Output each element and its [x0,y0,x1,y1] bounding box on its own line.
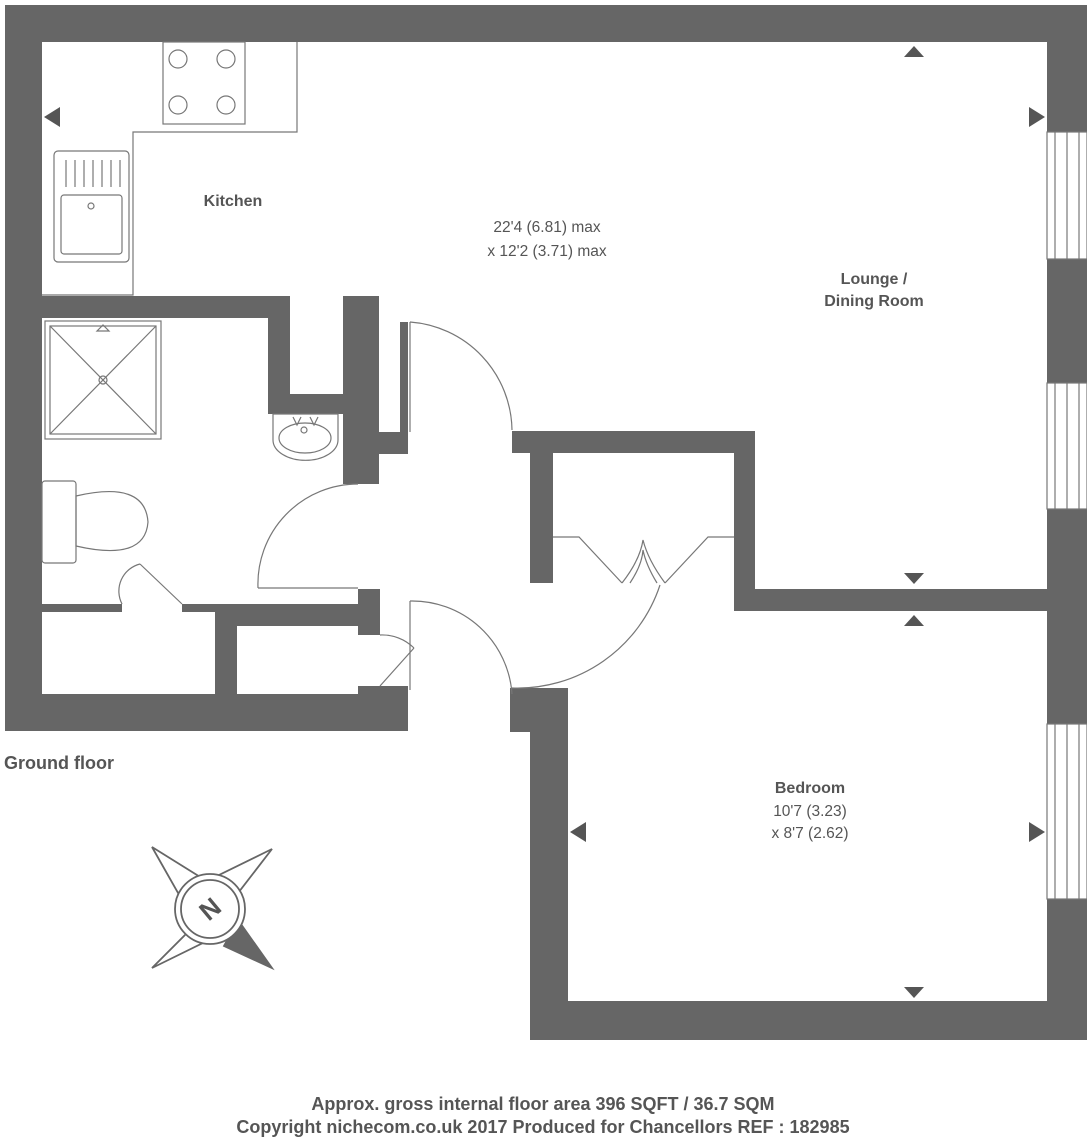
floor-label: Ground floor [4,753,114,773]
bedroom-label: Bedroom [775,780,845,797]
wash-basin [272,413,339,461]
fixtures [41,41,734,687]
toilet [41,480,149,564]
bedroom-dimension-line1: 10'7 (3.23) [773,803,847,820]
walls [5,5,1087,1040]
windows [1046,131,1087,900]
lounge-dimension-line1: 22'4 (6.81) max [493,219,600,236]
shower-tray [44,320,162,440]
kitchen-label: Kitchen [204,193,263,210]
compass-icon [151,846,275,971]
bedroom-dimension-line2: x 8'7 (2.62) [771,825,848,842]
cupboard-doors [553,536,734,584]
hob [162,41,246,125]
door-swings [118,321,661,695]
lounge-label-line1: Lounge / [841,271,908,288]
footer-area-line: Approx. gross internal floor area 396 SQ… [311,1094,774,1114]
footer-copyright-line: Copyright nichecom.co.uk 2017 Produced f… [236,1117,849,1137]
kitchen-counter [42,42,298,296]
lounge-label-line2: Dining Room [824,293,924,310]
dimension-arrows [44,46,1045,998]
lounge-dimension-line2: x 12'2 (3.71) max [487,243,607,260]
kitchen-sink [53,150,130,263]
